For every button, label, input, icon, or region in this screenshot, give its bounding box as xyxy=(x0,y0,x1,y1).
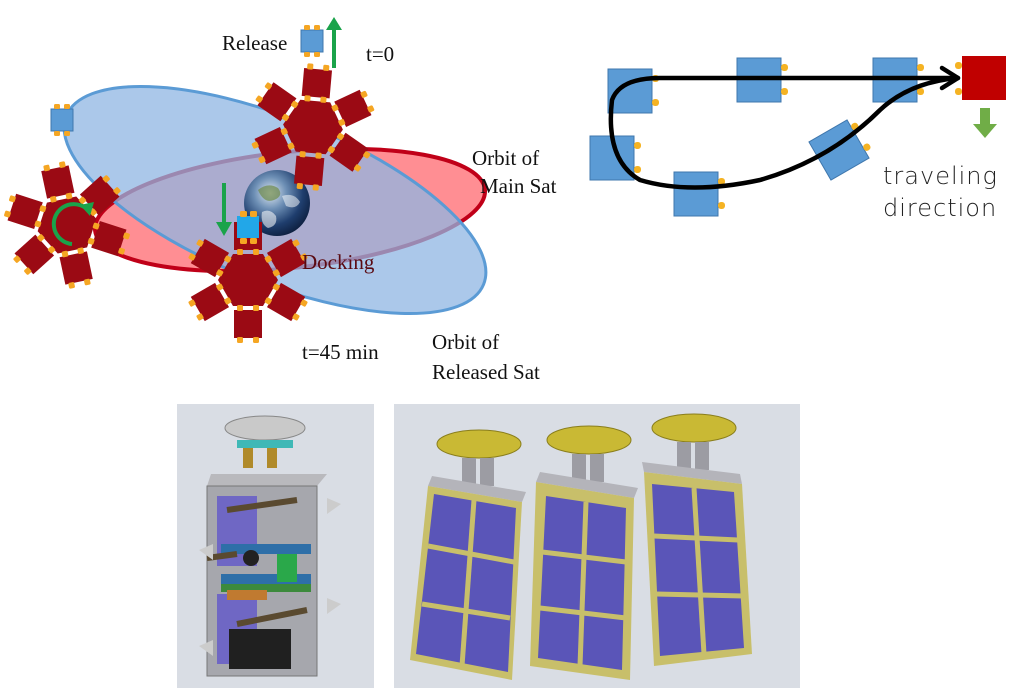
released-sat-release xyxy=(300,24,324,58)
triple-sat-render xyxy=(394,404,800,688)
release-up-arrow-icon xyxy=(326,17,342,68)
traj-sat-5 xyxy=(736,57,789,103)
traj-sat-3 xyxy=(673,171,726,217)
docking-down-arrow-icon xyxy=(216,183,232,236)
rotation-arrow-icon xyxy=(51,202,94,246)
single-sat-render xyxy=(177,404,374,688)
main-orbit-label-2: Main Sat xyxy=(480,174,557,198)
t45-label: t=45 min xyxy=(302,340,379,364)
released-sat-docking xyxy=(237,211,259,244)
docking-label: Docking xyxy=(302,250,375,274)
target-sat xyxy=(955,56,1006,100)
released-orbit-label-2: Released Sat xyxy=(432,360,540,384)
sat-unit-1 xyxy=(410,429,526,680)
traj-sat-4 xyxy=(808,115,876,181)
released-orbit-label-1: Orbit of xyxy=(432,330,500,354)
direction-label: direction xyxy=(883,194,998,222)
traj-sat-1 xyxy=(607,68,660,114)
orbit-diagram xyxy=(0,17,488,395)
path-arrowhead-icon xyxy=(939,65,961,91)
traveling-direction-arrow-icon xyxy=(973,108,997,138)
sat-unit-2 xyxy=(530,425,638,680)
release-label: Release xyxy=(222,31,288,55)
t0-label: t=0 xyxy=(366,42,395,66)
sat-unit-3 xyxy=(642,413,752,666)
main-orbit-label-1: Orbit of xyxy=(472,146,540,170)
traveling-label: traveling xyxy=(883,162,998,190)
traj-sat-6 xyxy=(872,57,925,103)
earth-icon xyxy=(244,170,310,236)
released-sat-orbiting xyxy=(50,103,74,137)
